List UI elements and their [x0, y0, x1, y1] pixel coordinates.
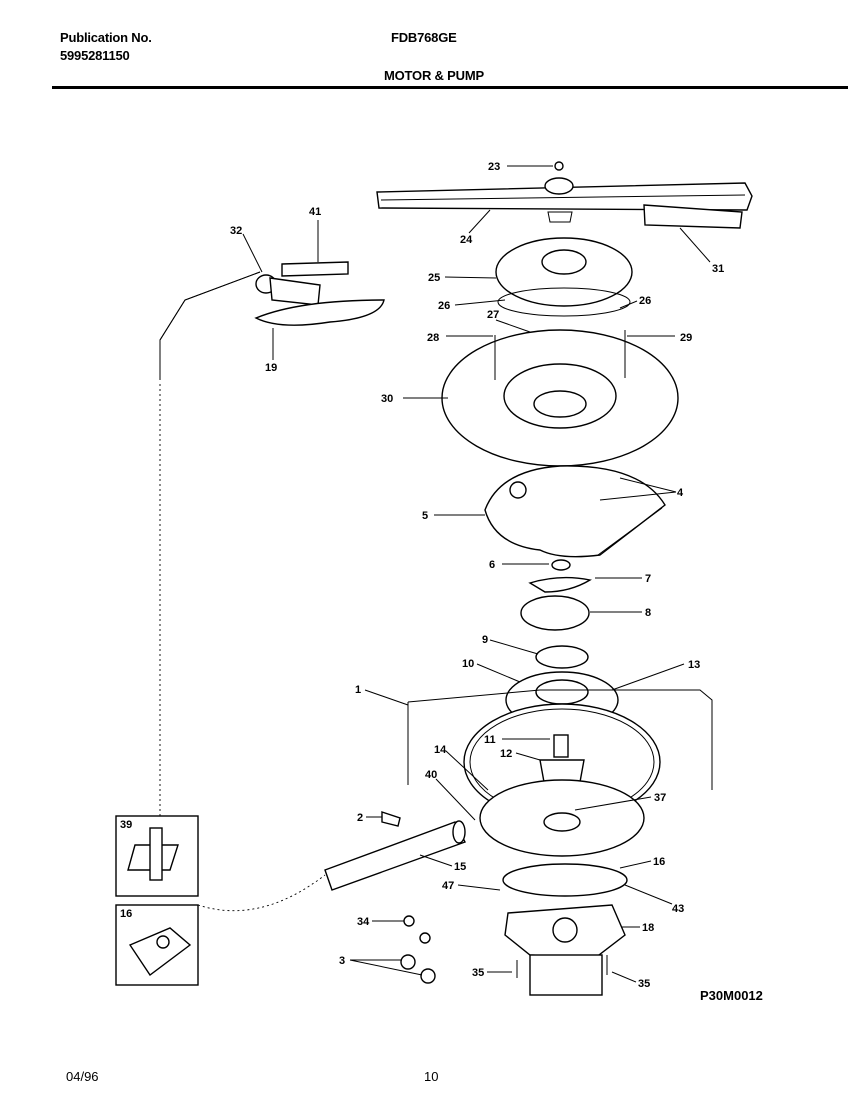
part-label-2: 2	[357, 812, 363, 824]
heater-drawing	[407, 689, 713, 790]
part-label-39: 39	[120, 819, 132, 831]
part-label-13: 13	[688, 659, 700, 671]
part-label-3: 3	[339, 955, 345, 967]
seal-drawing	[528, 576, 592, 593]
sump-ring-drawing	[502, 863, 628, 897]
part-label-31: 31	[712, 263, 724, 275]
section-title: MOTOR & PUMP	[384, 68, 484, 83]
part-label-12: 12	[500, 748, 512, 760]
part-label-47: 47	[442, 880, 454, 892]
part-label-7: 7	[645, 573, 651, 585]
footer-date: 04/96	[66, 1069, 99, 1084]
part-label-32: 32	[230, 225, 242, 237]
inset-box-18	[115, 904, 199, 986]
part-label-30: 30	[381, 393, 393, 405]
part-label-37: 37	[654, 792, 666, 804]
inset-box-39	[115, 815, 199, 897]
leader-lines	[242, 165, 711, 983]
part-label-18: 18	[642, 922, 654, 934]
part-label-28: 28	[427, 332, 439, 344]
part-label-27: 27	[487, 309, 499, 321]
part-label-10: 10	[462, 658, 474, 670]
part-label-1: 1	[355, 684, 361, 696]
part-label-11: 11	[484, 734, 496, 746]
part-label-29: 29	[680, 332, 692, 344]
part-label-6: 6	[489, 559, 495, 571]
filter-screen-drawing	[520, 595, 590, 631]
part-label-35-left: 35	[472, 967, 484, 979]
publication-label: Publication No.	[60, 30, 152, 45]
part-label-19: 19	[265, 362, 277, 374]
part-label-23: 23	[488, 161, 500, 173]
motor-mount-drawing	[479, 779, 645, 857]
drain-hose-drawing	[324, 820, 466, 891]
part-label-43: 43	[672, 903, 684, 915]
part-label-26-left: 26	[438, 300, 450, 312]
part-label-9: 9	[482, 634, 488, 646]
part-label-24: 24	[460, 234, 473, 246]
header-rule	[52, 86, 848, 89]
part-label-5: 5	[422, 510, 428, 522]
part-label-34: 34	[357, 916, 370, 928]
part-number-labels: 23 41 24 32 31 25 26 26 27 28 29 19 30 4…	[120, 161, 724, 990]
model-number: FDB768GE	[391, 30, 457, 45]
publication-number: 5995281150	[60, 48, 130, 63]
page-number: 10	[424, 1069, 439, 1084]
part-label-16: 16	[653, 856, 665, 868]
inset-dashed-line	[197, 874, 326, 912]
part-label-15: 15	[454, 861, 466, 873]
gasket-drawing	[535, 645, 589, 669]
spray-arm-drawing	[376, 161, 753, 229]
part-label-41: 41	[309, 206, 321, 218]
part-label-25: 25	[428, 272, 440, 284]
figure-code: P30M0012	[700, 988, 763, 1003]
valve-plate-drawing	[484, 465, 666, 558]
part-label-8: 8	[645, 607, 651, 619]
part-label-16-inset: 16	[120, 908, 132, 920]
part-label-14: 14	[434, 744, 447, 756]
part-label-4: 4	[677, 487, 684, 499]
pump-housing-drawing	[441, 329, 679, 467]
cover-drawing	[495, 237, 633, 317]
o-ring-drawing	[551, 559, 571, 571]
part-label-35-right: 35	[638, 978, 650, 990]
part-label-26-right: 26	[639, 295, 651, 307]
fill-hose-drawing	[159, 261, 385, 380]
motor-drawing	[504, 904, 626, 996]
part-label-40: 40	[425, 769, 437, 781]
